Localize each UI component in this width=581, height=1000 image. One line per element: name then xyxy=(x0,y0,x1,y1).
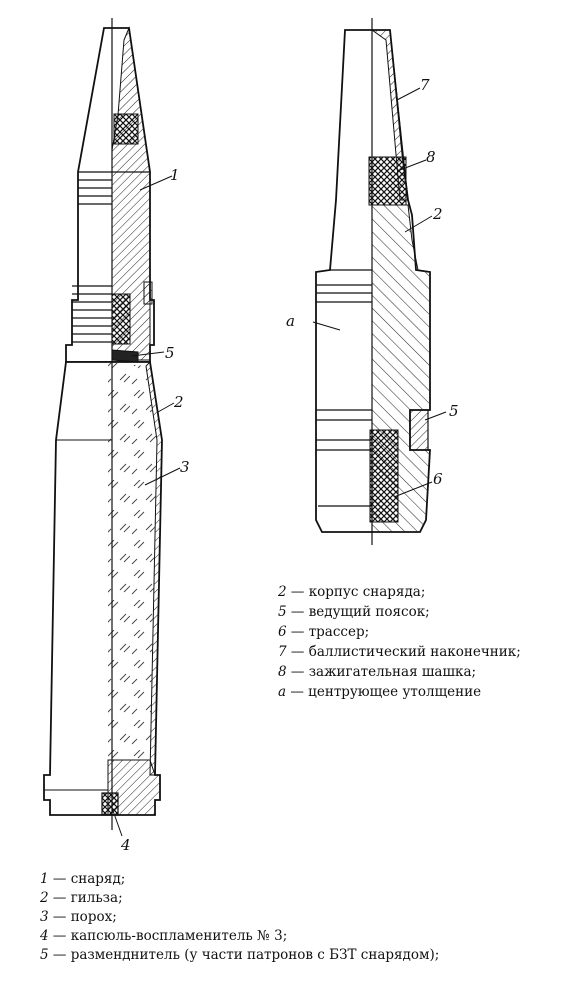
label-left-2: 2 xyxy=(173,393,184,411)
band-right xyxy=(409,409,429,451)
legend-right-item: 8 — зажигательная шашка; xyxy=(278,664,477,680)
label-right-8: 8 xyxy=(426,148,436,166)
label-right-2: 2 xyxy=(432,205,443,223)
legend-bottom-item: 3 — порох; xyxy=(40,909,117,925)
label-right-5: 5 xyxy=(449,402,459,420)
legend-bottom-item: 5 — разменднитель (у части патронов с БЗ… xyxy=(40,947,440,963)
label-right-a: а xyxy=(286,312,295,330)
legend-right-item: а — центрующее утолщение xyxy=(278,684,482,700)
label-right-7: 7 xyxy=(420,76,430,94)
legend-bottom-item: 1 — снаряд; xyxy=(40,871,126,887)
legend-bottom-item: 4 — капсюль-воспламенитель № 3; xyxy=(40,928,288,944)
legend-right-item: 5 — ведущий поясок; xyxy=(278,604,430,620)
legend-right: 2 — корпус снаряда; 5 — ведущий поясок; … xyxy=(278,582,521,702)
incendiary-block xyxy=(113,113,139,145)
label-right-6: 6 xyxy=(433,470,443,488)
projectile-grooves xyxy=(72,171,150,343)
label-left-3: 3 xyxy=(180,458,190,476)
cartridge-left xyxy=(43,18,181,837)
primer xyxy=(101,792,119,816)
tracer-block xyxy=(111,293,131,345)
legend-bottom: 1 — снаряд; 2 — гильза; 3 — порох; 4 — к… xyxy=(40,870,439,965)
casing-base xyxy=(107,759,161,816)
legend-bottom-item: 2 — гильза; xyxy=(40,890,123,906)
powder-charge xyxy=(108,362,157,760)
label-left-5: 5 xyxy=(165,344,175,362)
label-left-4: 4 xyxy=(120,836,131,854)
legend-right-item: 6 — трассер; xyxy=(278,624,370,640)
incendiary-pellet xyxy=(368,156,407,206)
band-small xyxy=(143,281,153,305)
tracer-right xyxy=(369,429,399,523)
label-left-1: 1 xyxy=(170,166,180,184)
legend-right-item: 7 — баллистический наконечник; xyxy=(278,644,521,660)
legend-right-item: 2 — корпус снаряда; xyxy=(278,584,426,600)
projectile-right xyxy=(312,18,447,545)
